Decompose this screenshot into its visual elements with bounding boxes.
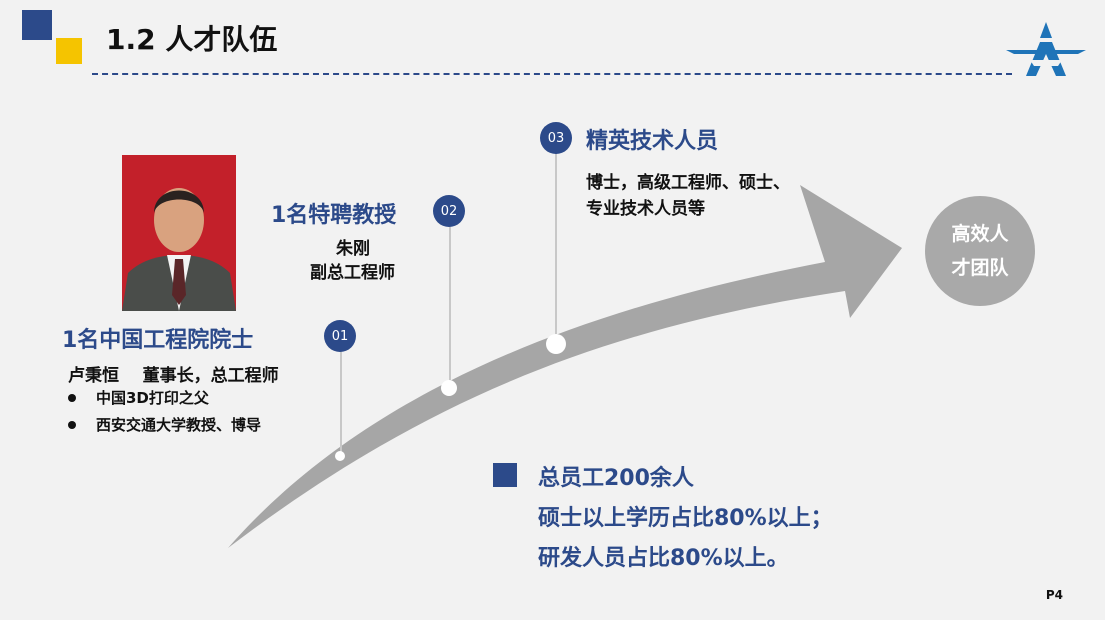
item1-heading: 1名中国工程院院士	[62, 328, 254, 353]
item1-bullet: 中国3D打印之父	[68, 387, 209, 408]
item1-bullet: 西安交通大学教授、博导	[68, 414, 261, 435]
stats-line2: 硕士以上学历占比80%以上；	[538, 506, 833, 531]
item3-line1: 博士，高级工程师、硕士、	[586, 173, 790, 193]
milestone-dot-01	[335, 451, 345, 461]
item3-line2: 专业技术人员等	[586, 199, 705, 219]
item3-heading: 精英技术人员	[586, 129, 719, 154]
connector-line-03	[555, 152, 557, 345]
bullet-dot-icon	[68, 420, 76, 429]
milestone-dot-02	[441, 380, 457, 396]
item2-role: 副总工程师	[310, 263, 395, 283]
portrait-photo	[122, 155, 236, 311]
item1-bullet-text: 西安交通大学教授、博导	[96, 416, 262, 434]
decorative-blue-square	[22, 10, 52, 40]
item2-badge: 02	[433, 195, 465, 227]
goal-line2: 才团队	[951, 257, 1009, 279]
company-logo-icon	[1006, 22, 1086, 76]
goal-circle: 高效人 才团队	[925, 196, 1035, 306]
item2-name: 朱刚	[336, 239, 370, 259]
stats-square-icon	[493, 463, 517, 487]
title-divider	[92, 73, 1012, 75]
milestone-dot-03	[546, 334, 566, 354]
bullet-dot-icon	[68, 393, 76, 402]
item1-badge: 01	[324, 320, 356, 352]
item3-badge: 03	[540, 122, 572, 154]
item2-heading: 1名特聘教授	[271, 203, 397, 228]
page-number: P4	[1045, 588, 1063, 602]
connector-line-01	[340, 350, 342, 457]
decorative-yellow-square	[56, 38, 82, 64]
item1-name-line: 卢秉恒 董事长，总工程师	[68, 366, 279, 386]
stats-line1: 总员工200余人	[538, 466, 694, 491]
page-title: 1.2 人才队伍	[106, 23, 278, 56]
connector-line-02	[449, 226, 451, 389]
stats-line3: 研发人员占比80%以上。	[538, 546, 789, 571]
item1-bullet-text: 中国3D打印之父	[96, 389, 209, 407]
goal-line1: 高效人	[951, 223, 1009, 245]
